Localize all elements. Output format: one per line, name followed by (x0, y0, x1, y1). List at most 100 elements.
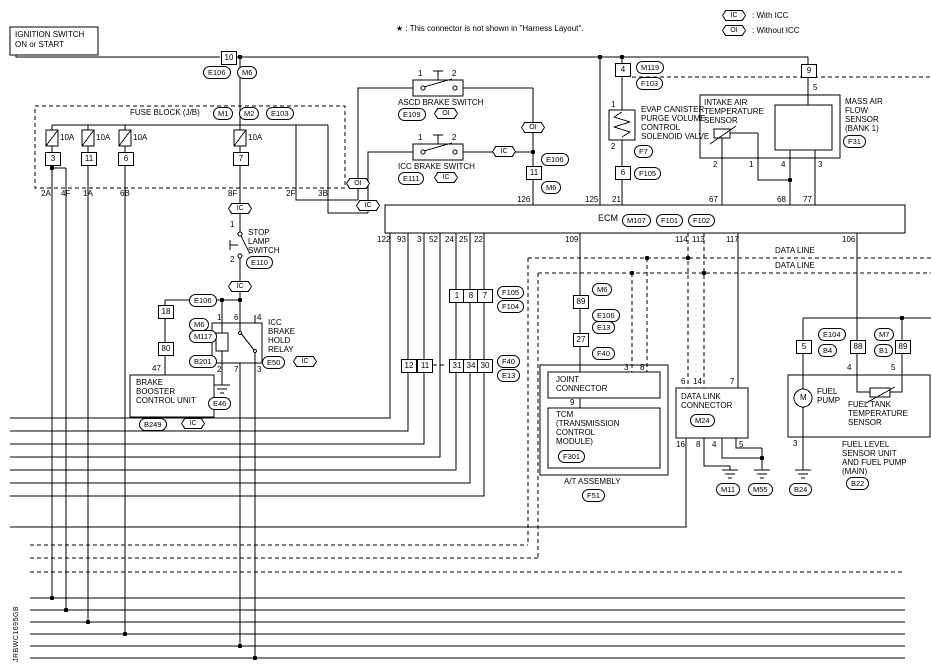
ftts-l2: TEMPERATURE (848, 409, 908, 418)
conn-b4: B4 (818, 344, 838, 357)
ecm-pin67: 67 (709, 195, 718, 204)
evap-solenoid-box (608, 109, 636, 141)
stop-l2: LAMP (248, 237, 270, 246)
maf-l3: SENSOR (845, 115, 879, 124)
dlc-pin14: 14 (693, 377, 702, 386)
data-line-1: DATA LINE (775, 246, 815, 255)
ecm-pin25: 25 (459, 235, 468, 244)
fuse2-num: 11 (81, 152, 97, 166)
evap-pin2: 2 (611, 142, 616, 151)
conn-e104: E104 (818, 328, 846, 341)
fuse4-num: 7 (233, 152, 249, 166)
conn-f103: F103 (636, 77, 664, 90)
maf-element-box (774, 104, 833, 151)
tag-ic-riser: IC (356, 200, 380, 211)
conn-m24: M24 (690, 414, 715, 427)
evap-l3: CONTROL (641, 123, 681, 132)
bb-conn80: 80 (158, 342, 174, 356)
term-8f: 8F (228, 189, 238, 198)
tcm-box (547, 407, 661, 469)
conn-f101: F101 (656, 214, 684, 227)
gnd-m55-label: M55 (748, 483, 773, 496)
ecm-pin114: 114 (675, 235, 688, 244)
conn-f7: F7 (634, 145, 653, 158)
fuse3-amp: 10A (133, 133, 148, 142)
ecm-pin52: 52 (429, 235, 438, 244)
sens-pin4: 4 (781, 160, 786, 169)
gnd-m11-label: M11 (716, 483, 741, 496)
tcm-l2: (TRANSMISSION (556, 419, 620, 428)
ign-line1: IGNITION SWITCH (15, 30, 85, 39)
fuse-block-title: FUSE BLOCK (J/B) (130, 108, 200, 117)
term-3b: 3B (318, 189, 328, 198)
conn-e106-bb: E106 (189, 294, 217, 307)
at-label: A/T ASSEMBLY (564, 477, 621, 486)
evap-conn6: 6 (615, 166, 631, 180)
fuse1-symbol (45, 129, 59, 147)
ascd-label: ASCD BRAKE SWITCH (398, 98, 484, 107)
tag-ic-stop-bot: IC (228, 281, 252, 292)
gnd-b24-label: B24 (789, 483, 813, 496)
dlc-pin8: 8 (696, 440, 701, 449)
relay-l2: BRAKE (268, 327, 296, 336)
row2-30: 30 (477, 359, 493, 373)
sens-pin1: 1 (749, 160, 754, 169)
dlc-pin4: 4 (712, 440, 717, 449)
conn-f40-row: F40 (497, 355, 520, 368)
legend-oi-symbol: OI (730, 27, 738, 34)
jc-pin3: 3 (624, 363, 629, 372)
legend-with-icc-text: : With ICC (752, 11, 789, 20)
evap-conn4: 4 (615, 63, 631, 77)
icc-sw-pin1: 1 (418, 133, 423, 142)
conn-b201: B201 (189, 355, 217, 368)
conn-m6-mid: M6 (592, 283, 613, 296)
icc-sw-pin2: 2 (452, 133, 457, 142)
evap-l4: SOLENOID VALVE (641, 132, 710, 141)
bb-l2: BOOSTER (136, 387, 176, 396)
ecm-pin106: 106 (842, 235, 856, 244)
ecm-pin126: 126 (517, 195, 531, 204)
bb-l3: CONTROL UNIT (136, 396, 196, 405)
at-assembly-box (539, 364, 669, 476)
data-link-connector-box (675, 387, 749, 439)
conn-e111: E111 (398, 172, 425, 185)
conn-f105-row: F105 (497, 286, 525, 299)
fuel-temp-thermistor-body (869, 387, 891, 398)
wires-dashed (30, 76, 931, 573)
dlc-l1: DATA LINK (681, 392, 721, 401)
tcm-pin9: 9 (570, 398, 575, 407)
data-line-2: DATA LINE (775, 261, 815, 270)
relay-l3: HOLD (268, 336, 291, 345)
conn-f51: F51 (582, 489, 605, 502)
tag-ic-stop-top: IC (228, 203, 252, 214)
ftts-l3: SENSOR (848, 418, 882, 427)
row1-7: 7 (477, 289, 493, 303)
tag-ic-relay: IC (293, 356, 317, 367)
relay-pin7: 7 (234, 365, 239, 374)
ecm-pin113: 113 (692, 235, 705, 244)
junction-dots (49, 54, 905, 661)
symbol-strokes (45, 70, 896, 479)
ecm-pin93: 93 (397, 235, 406, 244)
conn-e106-mid: E106 (592, 309, 620, 322)
conn-e109: E109 (398, 108, 426, 121)
fls-l3: AND FUEL PUMP (842, 458, 907, 467)
conn-m107: M107 (622, 214, 651, 227)
tcm-l1: TCM (556, 410, 574, 419)
ecm-label: ECM (598, 213, 618, 223)
dlc-pin7: 7 (730, 377, 735, 386)
term-2a: 2A (41, 189, 51, 198)
relay-l1: ICC (268, 318, 282, 327)
fuel-pump-motor-circle (793, 388, 813, 408)
bb-l1: BRAKE (136, 378, 164, 387)
legend-ic-symbol: IC (730, 12, 738, 19)
contact-circles (237, 85, 813, 408)
conn-b249: B249 (139, 418, 167, 431)
ftts-l1: FUEL TANK (848, 400, 891, 409)
conn-e13-row: E13 (497, 369, 521, 382)
relay-pin1: 1 (217, 313, 222, 322)
ascd-pin2: 2 (452, 69, 457, 78)
term-1a: 1A (83, 189, 93, 198)
ecm-pin24: 24 (445, 235, 454, 244)
conn-e103: E103 (266, 107, 294, 120)
